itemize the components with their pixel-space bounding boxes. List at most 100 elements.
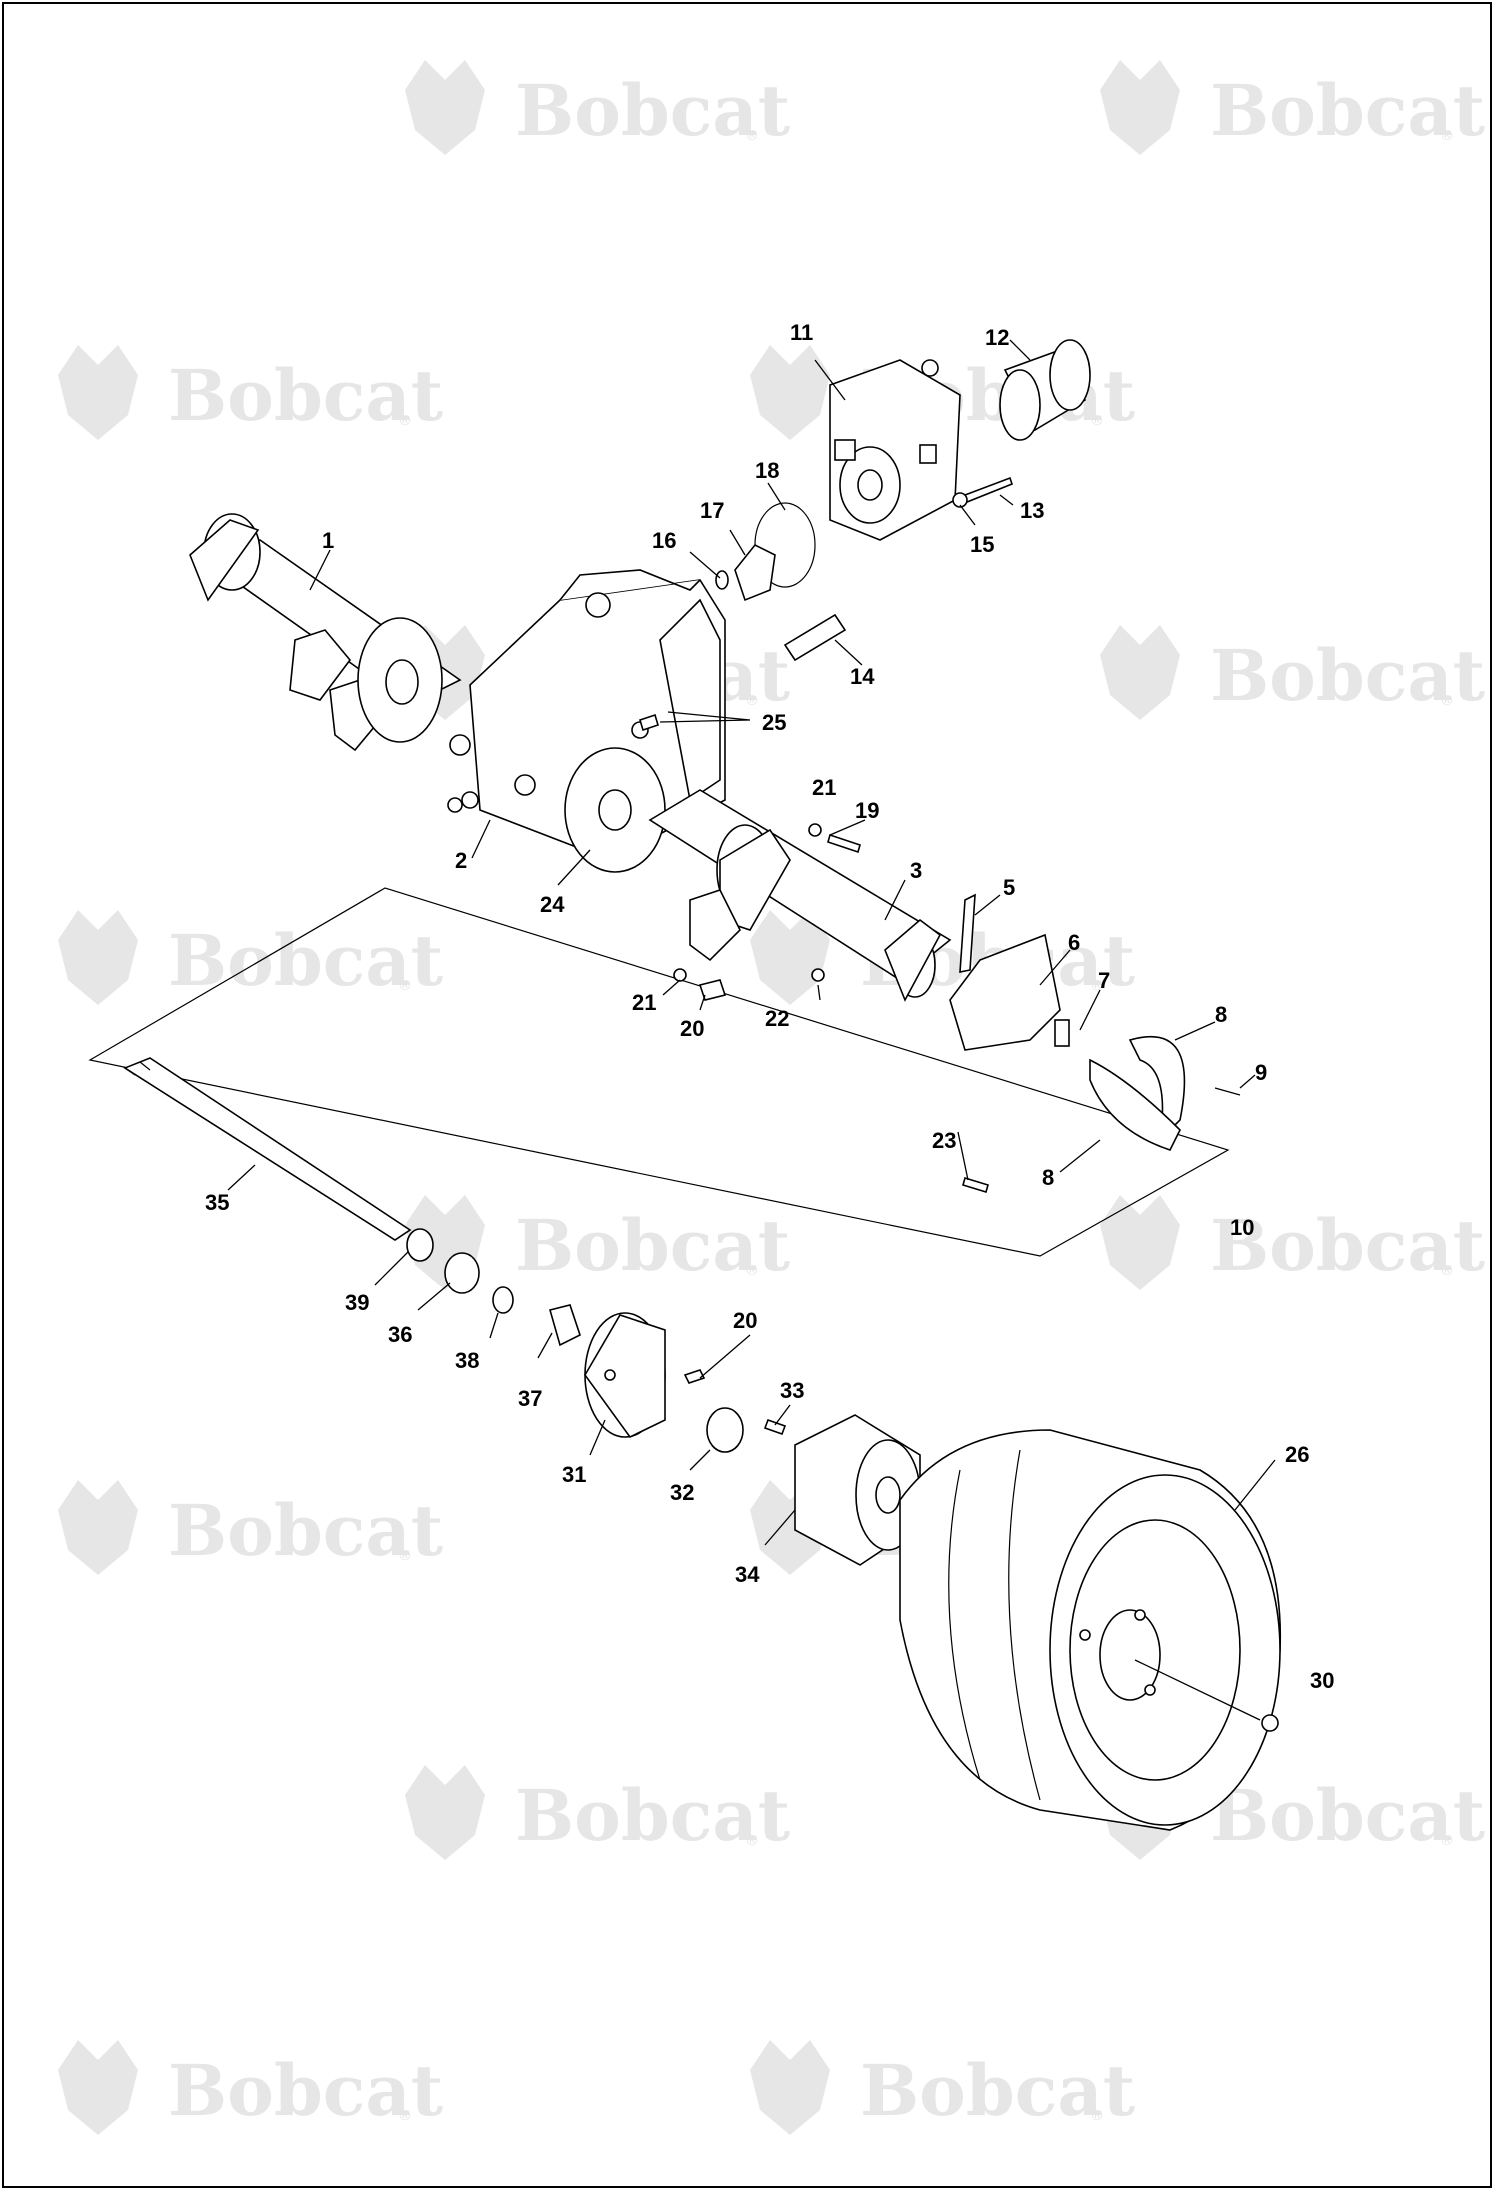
watermark-text: Bobcat <box>860 2049 1135 2132</box>
oil-filter <box>999 339 1091 441</box>
watermark-text: Bobcat <box>168 354 443 437</box>
watermark-reg: ® <box>1440 128 1454 144</box>
callout-25: 25 <box>762 710 786 735</box>
watermark-reg: ® <box>745 128 759 144</box>
watermark-text: Bobcat <box>1210 1774 1485 1857</box>
bearing-36 <box>444 1252 480 1294</box>
callout-1: 1 <box>322 528 334 553</box>
callout-23: 23 <box>932 1128 956 1153</box>
assembly-outline <box>88 887 1230 1257</box>
watermark-text: Bobcat <box>515 1774 790 1857</box>
wheel-stud <box>683 1369 706 1384</box>
callout-6: 6 <box>1068 930 1080 955</box>
callout-20-lower: 20 <box>733 1308 757 1333</box>
callout-20-upper: 20 <box>680 1016 704 1041</box>
bolt-19 <box>827 833 861 854</box>
watermark-reg: ® <box>398 978 412 994</box>
watermark-reg: ® <box>1090 978 1104 994</box>
brake-shoe-lower <box>1089 1058 1181 1151</box>
callout-8-lower: 8 <box>1042 1165 1054 1190</box>
callout-2: 2 <box>455 848 467 873</box>
watermark-reg: ® <box>1440 693 1454 709</box>
callout-34: 34 <box>735 1562 760 1587</box>
watermark-text: Bobcat <box>168 2049 443 2132</box>
brake-shoe-upper <box>1128 1035 1186 1143</box>
washer-15 <box>952 492 968 508</box>
callout-26: 26 <box>1285 1442 1309 1467</box>
callout-30: 30 <box>1310 1668 1334 1693</box>
callout-21-lower: 21 <box>632 990 656 1015</box>
watermark-text: Bobcat <box>1210 69 1485 152</box>
callout-17: 17 <box>700 498 724 523</box>
lug-nut <box>1261 1714 1279 1732</box>
callout-12: 12 <box>985 325 1009 350</box>
callout-15: 15 <box>970 532 994 557</box>
watermark-text: Bobcat <box>515 69 790 152</box>
washer-21-lower <box>673 968 687 982</box>
watermark-reg: ® <box>1090 2108 1104 2124</box>
watermark-reg: ® <box>1440 1263 1454 1279</box>
callout-13: 13 <box>1020 498 1044 523</box>
callout-14: 14 <box>850 664 875 689</box>
callout-16: 16 <box>652 528 676 553</box>
nut-22 <box>811 968 825 982</box>
callout-7: 7 <box>1098 968 1110 993</box>
watermark-reg: ® <box>1090 413 1104 429</box>
watermark-reg: ® <box>398 413 412 429</box>
callout-37: 37 <box>518 1386 542 1411</box>
pinion-gear <box>734 543 776 602</box>
callout-31: 31 <box>562 1462 586 1487</box>
brake-lever <box>959 893 976 973</box>
watermark-text: Bobcat <box>1210 1204 1485 1287</box>
hub-spacer <box>706 1407 744 1453</box>
snap-ring <box>715 570 729 590</box>
collar-37 <box>549 1304 581 1347</box>
leader-lines <box>227 339 1276 1721</box>
callout-3: 3 <box>910 858 922 883</box>
callout-21-upper: 21 <box>812 775 836 800</box>
callout-36: 36 <box>388 1322 412 1347</box>
watermark-text: Bobcat <box>515 1204 790 1287</box>
callout-39: 39 <box>345 1290 369 1315</box>
callout-5: 5 <box>1003 875 1015 900</box>
callout-22: 22 <box>765 1006 789 1031</box>
bearing-39 <box>406 1228 434 1262</box>
watermark-reg: ® <box>745 1833 759 1849</box>
watermark-text: Bobcat <box>1210 634 1485 717</box>
dowel-pin <box>639 713 659 732</box>
callout-11: 11 <box>790 320 813 345</box>
hydraulic-motor <box>829 359 961 541</box>
watermark-reg: ® <box>398 1548 412 1564</box>
callout-labels: 1 2 3 5 6 7 8 8 9 10 11 12 13 14 15 16 1… <box>205 320 1334 1693</box>
brake-spring <box>1214 1087 1241 1096</box>
callout-10: 10 <box>1230 1215 1254 1240</box>
brake-cam <box>1054 1019 1070 1047</box>
coupler-shaft <box>783 613 847 662</box>
watermark-reg: ® <box>745 693 759 709</box>
wheel-hub <box>584 1312 666 1439</box>
watermark-reg: ® <box>398 2108 412 2124</box>
axle-tube-right <box>648 789 952 1002</box>
seal-38 <box>492 1286 514 1314</box>
callout-18: 18 <box>755 458 779 483</box>
callout-8-upper: 8 <box>1215 1002 1227 1027</box>
tire-and-wheel <box>899 1429 1282 1831</box>
callout-32: 32 <box>670 1480 694 1505</box>
key-33 <box>763 1418 787 1436</box>
axle-tube-left <box>189 513 462 752</box>
axle-shaft <box>123 1057 412 1241</box>
brake-drum <box>794 1414 921 1566</box>
callout-38: 38 <box>455 1348 479 1373</box>
callout-19: 19 <box>855 798 879 823</box>
callout-33: 33 <box>780 1378 804 1403</box>
brake-backing-plate <box>949 933 1061 1051</box>
callout-35: 35 <box>205 1190 229 1215</box>
transmission-case <box>447 569 726 873</box>
watermark-reg: ® <box>1440 1833 1454 1849</box>
watermark-reg: ® <box>745 1263 759 1279</box>
bolt-20-upper <box>698 979 727 1001</box>
bolt-23 <box>962 1176 989 1194</box>
watermark-text: Bobcat <box>168 1489 443 1572</box>
